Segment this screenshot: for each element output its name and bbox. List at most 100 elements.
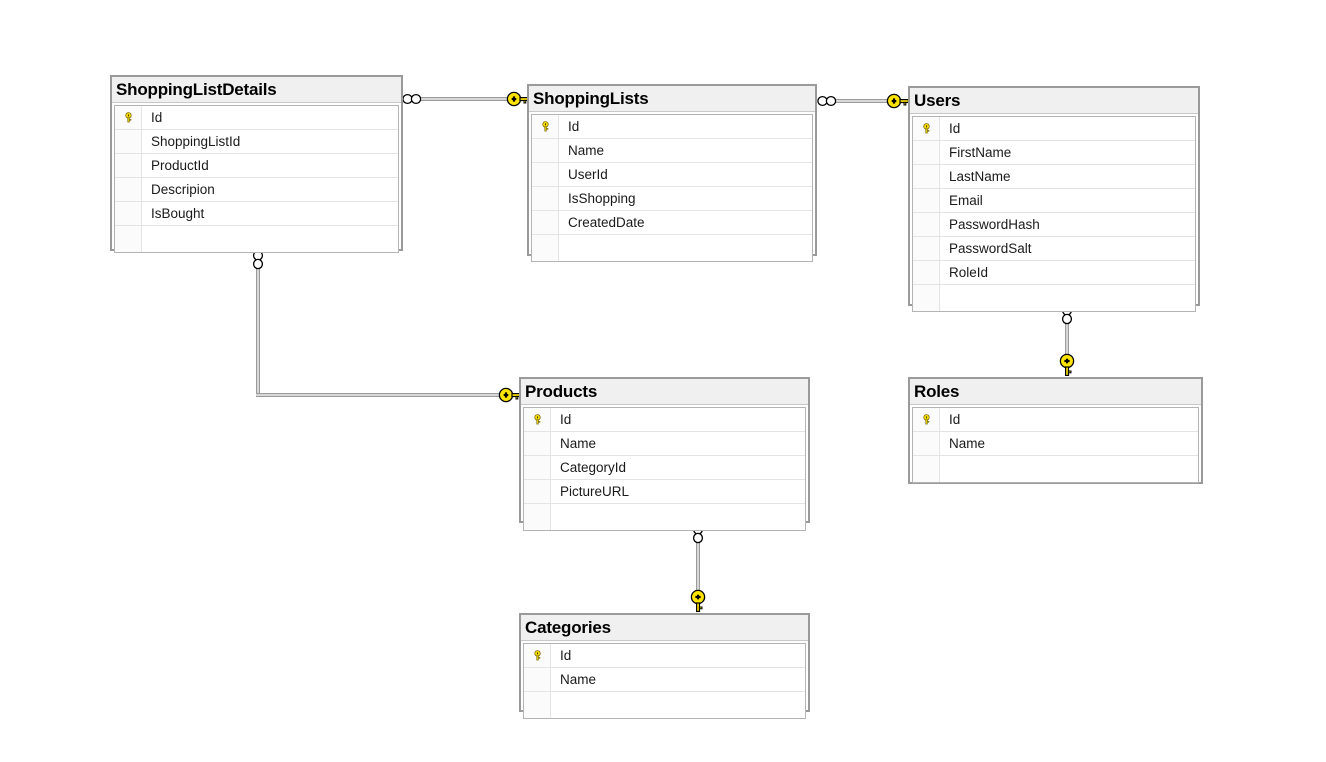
primary-key-end-marker-icon: [506, 90, 530, 108]
field-row[interactable]: Id: [115, 106, 398, 130]
field-name: LastName: [949, 168, 1011, 184]
primary-key-icon: [524, 644, 551, 667]
empty-field-row[interactable]: [913, 456, 1198, 482]
field-row[interactable]: Name: [532, 139, 812, 163]
field-row[interactable]: Descripion: [115, 178, 398, 202]
entity-title: Categories: [525, 618, 611, 637]
field-row[interactable]: UserId: [532, 163, 812, 187]
field-row[interactable]: PasswordHash: [913, 213, 1195, 237]
entity-header[interactable]: Products: [521, 379, 808, 405]
field-gutter: [913, 165, 940, 188]
field-gutter: [524, 456, 551, 479]
field-row[interactable]: CreatedDate: [532, 211, 812, 235]
many-end-marker-icon: [817, 94, 837, 108]
relationship-line: [696, 542, 700, 604]
field-row[interactable]: ProductId: [115, 154, 398, 178]
empty-field-row[interactable]: [913, 285, 1195, 311]
field-name: Descripion: [151, 181, 215, 197]
field-row[interactable]: Email: [913, 189, 1195, 213]
field-name: CategoryId: [560, 459, 627, 475]
field-gutter: [115, 178, 142, 201]
field-name: Name: [560, 671, 597, 687]
field-gutter: [913, 456, 940, 482]
field-name: Name: [560, 435, 597, 451]
field-row[interactable]: CategoryId: [524, 456, 805, 480]
field-row[interactable]: Id: [913, 408, 1198, 432]
primary-key-icon: [913, 117, 940, 140]
entity-title: ShoppingLists: [533, 89, 649, 108]
field-row[interactable]: IsBought: [115, 202, 398, 226]
field-row[interactable]: FirstName: [913, 141, 1195, 165]
relationship-line: [1065, 322, 1069, 372]
field-name: IsBought: [151, 205, 205, 221]
field-gutter: [913, 432, 940, 455]
field-row[interactable]: RoleId: [913, 261, 1195, 285]
field-gutter: [524, 692, 551, 718]
field-name: PasswordHash: [949, 216, 1040, 232]
field-row[interactable]: PasswordSalt: [913, 237, 1195, 261]
entity-header[interactable]: Roles: [910, 379, 1201, 405]
field-gutter: [524, 432, 551, 455]
empty-field-row[interactable]: [524, 504, 805, 530]
primary-key-icon: [913, 408, 940, 431]
entity-header[interactable]: Users: [910, 88, 1198, 114]
many-end-marker-icon: [251, 250, 265, 270]
field-row[interactable]: Id: [532, 115, 812, 139]
entity-header[interactable]: Categories: [521, 615, 808, 641]
primary-key-icon: [532, 115, 559, 138]
field-row[interactable]: IsShopping: [532, 187, 812, 211]
field-row[interactable]: LastName: [913, 165, 1195, 189]
field-gutter: [532, 235, 559, 261]
field-row[interactable]: Id: [524, 408, 805, 432]
entity-header[interactable]: ShoppingListDetails: [112, 77, 401, 103]
field-row[interactable]: Id: [913, 117, 1195, 141]
field-row[interactable]: PictureURL: [524, 480, 805, 504]
field-row[interactable]: Name: [524, 432, 805, 456]
field-gutter: [913, 213, 940, 236]
field-name: PasswordSalt: [949, 240, 1032, 256]
field-name: Email: [949, 192, 983, 208]
field-name: RoleId: [949, 264, 989, 280]
field-gutter: [524, 504, 551, 530]
primary-key-icon: [524, 408, 551, 431]
field-name: ShoppingListId: [151, 133, 241, 149]
empty-field-row[interactable]: [115, 226, 398, 252]
primary-key-end-marker-icon: [1058, 353, 1076, 377]
field-row[interactable]: Id: [524, 644, 805, 668]
field-name: Id: [560, 411, 572, 427]
empty-field-row[interactable]: [532, 235, 812, 261]
field-gutter: [532, 163, 559, 186]
field-gutter: [913, 189, 940, 212]
field-row[interactable]: Name: [913, 432, 1198, 456]
field-gutter: [524, 668, 551, 691]
field-name: UserId: [568, 166, 608, 182]
field-gutter: [115, 202, 142, 225]
primary-key-end-marker-icon: [886, 92, 910, 110]
field-name: CreatedDate: [568, 214, 645, 230]
many-end-marker-icon: [402, 92, 422, 106]
field-gutter: [913, 261, 940, 284]
entity-title: Roles: [914, 382, 960, 401]
field-name: Name: [568, 142, 605, 158]
field-row[interactable]: Name: [524, 668, 805, 692]
field-row[interactable]: ShoppingListId: [115, 130, 398, 154]
relationship-line: [418, 97, 518, 101]
entity-header[interactable]: ShoppingLists: [529, 86, 815, 112]
field-name: ProductId: [151, 157, 209, 173]
field-gutter: [532, 139, 559, 162]
empty-field-row[interactable]: [524, 692, 805, 718]
primary-key-icon: [115, 106, 142, 129]
field-gutter: [532, 187, 559, 210]
